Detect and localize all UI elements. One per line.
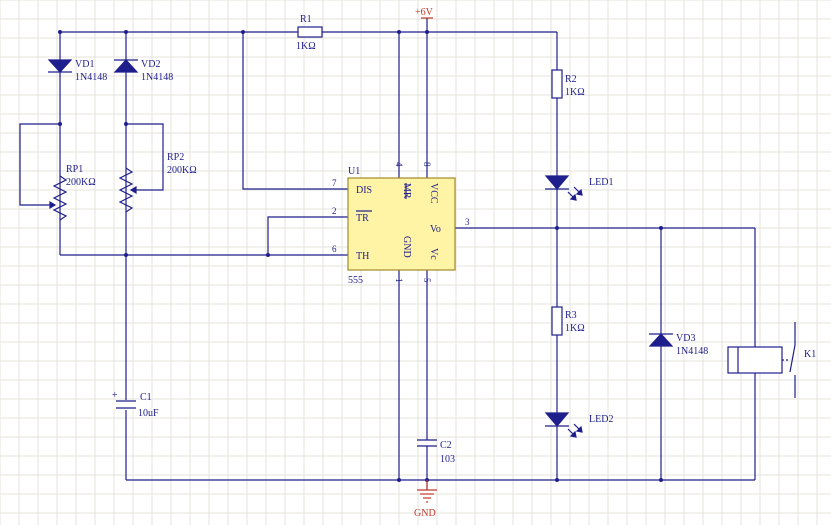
junction-dot — [555, 226, 559, 230]
vcc-label: +6V — [415, 7, 434, 18]
junction-dot — [659, 226, 663, 230]
junction-dot — [555, 478, 559, 482]
vd1-value: 1N4148 — [75, 72, 107, 83]
vd2-ref: VD2 — [141, 59, 160, 70]
resistor-r1: R1 1KΩ — [296, 14, 323, 52]
led-led2: LED2 — [544, 412, 613, 438]
vcc-symbol: +6V — [415, 7, 434, 19]
pin-number-7: 7 — [332, 178, 337, 188]
vd3-ref: VD3 — [676, 333, 695, 344]
potentiometer-rp2: RP2 200KΩ — [118, 152, 197, 213]
r1-value: 1KΩ — [296, 41, 316, 52]
rp2-value: 200KΩ — [167, 165, 197, 176]
c2-ref: C2 — [440, 440, 452, 451]
c1-value: 10uF — [138, 408, 159, 419]
led-led1: LED1 — [544, 175, 613, 201]
pin-label-tr: TR — [356, 213, 369, 224]
diode-vd3: VD3 1N4148 — [648, 333, 708, 357]
pin-number-2: 2 — [332, 206, 337, 216]
c2-value: 103 — [440, 454, 455, 465]
pin-number-3: 3 — [465, 217, 470, 227]
junction-dot — [241, 30, 245, 34]
pin-number-1: 1 — [394, 278, 404, 283]
diode-vd1: VD1 1N4148 — [47, 59, 107, 83]
capacitor-c1: + C1 10uF — [110, 390, 159, 419]
capacitor-c2: C2 103 — [417, 439, 455, 465]
ic-ref: U1 — [348, 166, 360, 177]
junction-dot — [58, 122, 62, 126]
wire-tr-link — [267, 216, 348, 255]
led2-ref: LED2 — [589, 414, 613, 425]
junction-dot — [58, 30, 62, 34]
vd3-value: 1N4148 — [676, 346, 708, 357]
r2-ref: R2 — [565, 74, 577, 85]
wires — [19, 18, 756, 490]
vd1-ref: VD1 — [75, 59, 94, 70]
pin-label-th: TH — [356, 251, 369, 262]
potentiometer-rp1: RP1 200KΩ — [49, 164, 96, 221]
c1-ref: C1 — [140, 392, 152, 403]
junction-dot — [124, 30, 128, 34]
pin-number-4: 4 — [394, 162, 404, 167]
resistor-r2: R2 1KΩ — [551, 69, 585, 99]
wire-dis-line — [242, 32, 348, 190]
wire-rp2-loop — [126, 123, 164, 191]
ic-555: U1 555 DIS TR TH Vo MR VCC GND Vc 7 2 6 … — [332, 162, 470, 286]
pin-label-vcc: VCC — [428, 183, 439, 204]
junction-dot — [397, 478, 401, 482]
junction-dot — [659, 478, 663, 482]
junction-dot — [425, 30, 429, 34]
r3-value: 1KΩ — [565, 323, 585, 334]
led1-ref: LED1 — [589, 177, 613, 188]
junction-dot — [397, 30, 401, 34]
pin-label-vo: Vo — [430, 224, 441, 235]
ground-symbol: GND — [414, 480, 437, 519]
svg-text:+: + — [112, 390, 118, 401]
rp1-value: 200KΩ — [66, 177, 96, 188]
r1-ref: R1 — [300, 14, 312, 25]
pin-number-6: 6 — [332, 244, 337, 254]
junction-dot — [266, 253, 270, 257]
r2-value: 1KΩ — [565, 87, 585, 98]
pin-label-vc: Vc — [428, 248, 439, 260]
r3-ref: R3 — [565, 310, 577, 321]
ic-part: 555 — [348, 275, 363, 286]
relay-k1: K1 — [727, 322, 816, 398]
pin-number-8: 8 — [422, 162, 432, 167]
pin-number-5: 5 — [422, 278, 432, 283]
resistor-r3: R3 1KΩ — [551, 306, 585, 336]
wire-rp1-loop — [19, 123, 60, 206]
gnd-label: GND — [414, 508, 436, 519]
junction-dot — [124, 253, 128, 257]
rp1-ref: RP1 — [66, 164, 83, 175]
junctions — [58, 30, 663, 482]
pin-label-dis: DIS — [356, 185, 372, 196]
rp2-ref: RP2 — [167, 152, 184, 163]
pin-label-gnd: GND — [401, 236, 412, 258]
diode-vd2: VD2 1N4148 — [113, 59, 173, 83]
k1-ref: K1 — [804, 349, 816, 360]
junction-dot — [124, 122, 128, 126]
vd2-value: 1N4148 — [141, 72, 173, 83]
